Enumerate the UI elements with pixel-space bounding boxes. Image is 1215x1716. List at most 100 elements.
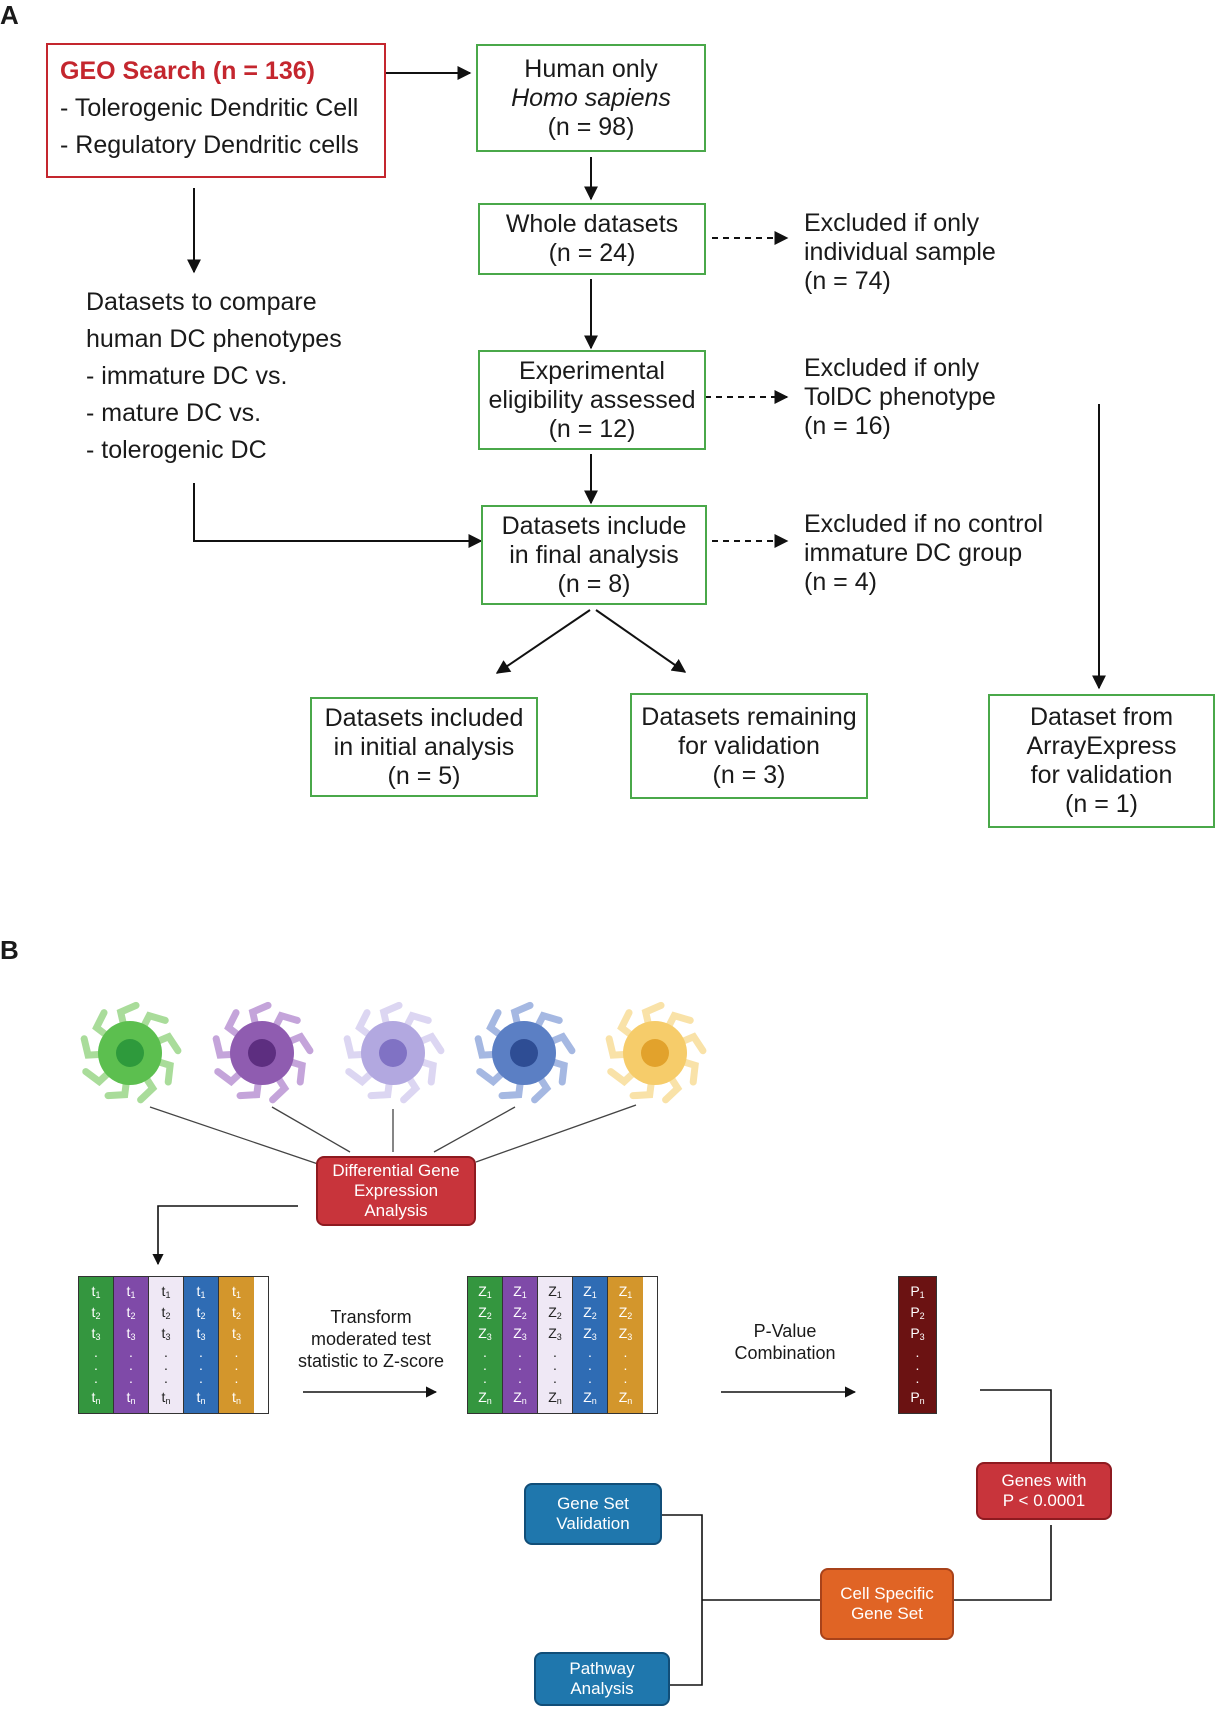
box-line: Datasets remaining — [641, 702, 857, 731]
t-statistic-entry: tn — [91, 1389, 101, 1406]
z-score-entry: Zn — [548, 1389, 562, 1406]
gene-set-validation-box: Gene Set Validation — [524, 1483, 662, 1545]
t-statistic-ellipsis: . — [129, 1344, 133, 1360]
t-statistic-entry: t3 — [91, 1325, 101, 1342]
z-score-ellipsis: . — [483, 1370, 487, 1386]
initial-analysis-box: Datasets included in initial analysis (n… — [310, 697, 538, 797]
t-statistic-entry: t1 — [232, 1283, 241, 1300]
link-cell2-dge — [271, 1106, 351, 1153]
t-statistic-entry: tn — [196, 1389, 206, 1406]
z-score-ellipsis: . — [483, 1344, 487, 1360]
pill-line: Pathway — [569, 1659, 635, 1678]
remaining-validation-box: Datasets remaining for validation (n = 3… — [630, 693, 868, 799]
pill-line: Gene Set — [557, 1494, 629, 1513]
panel-label-b: B — [0, 935, 19, 965]
z-score-entry: Zn — [478, 1389, 492, 1406]
text-line: - mature DC vs. — [86, 399, 262, 427]
arrow-compare-to-final — [193, 483, 483, 548]
box-line: Dataset from — [1029, 703, 1174, 731]
box-line: Datasets included — [324, 703, 524, 732]
z-score-entry: Z2 — [478, 1304, 492, 1321]
z-score-entry: Z1 — [548, 1283, 562, 1300]
genes-threshold-box: Genes with P < 0.0001 — [976, 1462, 1112, 1520]
pill-line: Analysis — [364, 1201, 428, 1220]
p-value-entry: P1 — [910, 1283, 925, 1300]
arrow-final-to-remaining — [595, 609, 687, 673]
z-score-entry: Z1 — [618, 1283, 633, 1300]
text-line: (n = 74) — [804, 267, 891, 295]
box-line: for validation — [1030, 761, 1173, 789]
z-score-ellipsis: . — [518, 1357, 522, 1373]
t-statistic-ellipsis: . — [94, 1357, 98, 1373]
t-statistic-entry: t2 — [91, 1304, 101, 1321]
t-statistic-entry: tn — [126, 1389, 136, 1406]
z-score-entry: Z3 — [618, 1325, 633, 1342]
z-score-ellipsis: . — [588, 1370, 592, 1386]
z-score-ellipsis: . — [553, 1344, 557, 1360]
t-statistic-entry: t1 — [126, 1283, 136, 1300]
pill-line: Differential Gene — [332, 1161, 460, 1180]
t-statistic-entry: tn — [232, 1389, 241, 1406]
pill-line: Analysis — [570, 1679, 634, 1698]
differential-expression-box: Differential Gene Expression Analysis — [316, 1156, 476, 1226]
text-line: Excluded if only — [804, 209, 980, 237]
z-score-ellipsis: . — [553, 1370, 557, 1386]
z-score-entry: Z3 — [513, 1325, 527, 1342]
excluded-individual-sample: Excluded if only individual sample (n = … — [804, 209, 996, 296]
t-statistic-ellipsis: . — [94, 1370, 98, 1386]
p-value-entry: Pn — [910, 1389, 925, 1406]
text-line: Excluded if only — [804, 354, 980, 382]
box-line: for validation — [678, 731, 820, 760]
z-score-entry: Zn — [513, 1389, 527, 1406]
t-statistic-ellipsis: . — [129, 1370, 133, 1386]
blue-dendritic-cell-icon — [474, 1001, 576, 1104]
p-value-ellipsis: . — [915, 1344, 920, 1360]
t-statistic-entry: t2 — [232, 1304, 241, 1321]
box-line: (n = 3) — [712, 760, 786, 789]
text-line: - tolerogenic DC — [86, 436, 267, 464]
t-statistic-ellipsis: . — [164, 1344, 168, 1360]
t-statistic-ellipsis: . — [234, 1357, 239, 1373]
datasets-to-compare: Datasets to compare human DC phenotypes … — [86, 284, 342, 469]
cell-specific-gene-set-box: Cell Specific Gene Set — [820, 1568, 954, 1640]
t-statistic-entry: tn — [161, 1389, 171, 1406]
text-line: individual sample — [804, 238, 996, 266]
z-score-entry: Z1 — [583, 1283, 597, 1300]
z-score-ellipsis: . — [623, 1344, 628, 1360]
t-statistic-entry: t1 — [91, 1283, 101, 1300]
pill-line: Cell Specific — [840, 1584, 934, 1603]
t-statistic-ellipsis: . — [129, 1357, 133, 1373]
box-line: (n = 5) — [387, 761, 461, 790]
p-value-ellipsis: . — [915, 1370, 920, 1386]
link-cell4-dge — [433, 1106, 516, 1153]
geo-search-title: GEO Search (n = 136) — [60, 57, 315, 85]
box-line: (n = 8) — [557, 569, 631, 598]
lavender-dendritic-cell-icon — [343, 1001, 445, 1104]
box-line: Datasets include — [501, 511, 687, 540]
pill-line: P < 0.0001 — [1002, 1491, 1086, 1510]
whole-datasets-box: Whole datasets (n = 24) — [478, 203, 706, 275]
text-line: Datasets to compare — [86, 288, 317, 316]
z-score-entry: Z2 — [513, 1304, 527, 1321]
t-statistic-ellipsis: . — [199, 1344, 203, 1360]
text-line: Excluded if no control — [804, 510, 1044, 538]
box-line: Experimental — [519, 356, 665, 385]
text-line: - immature DC vs. — [86, 362, 288, 390]
box-line: (n = 24) — [548, 239, 636, 267]
link-cell1-dge — [149, 1106, 319, 1165]
t-statistic-ellipsis: . — [234, 1344, 239, 1360]
z-score-entry: Z2 — [618, 1304, 633, 1321]
excluded-toldc-phenotype: Excluded if only TolDC phenotype (n = 16… — [804, 354, 996, 441]
t-statistic-entry: t3 — [232, 1325, 241, 1342]
box-line: in final analysis — [509, 540, 679, 569]
p-value-ellipsis: . — [915, 1357, 920, 1373]
z-score-ellipsis: . — [623, 1370, 628, 1386]
